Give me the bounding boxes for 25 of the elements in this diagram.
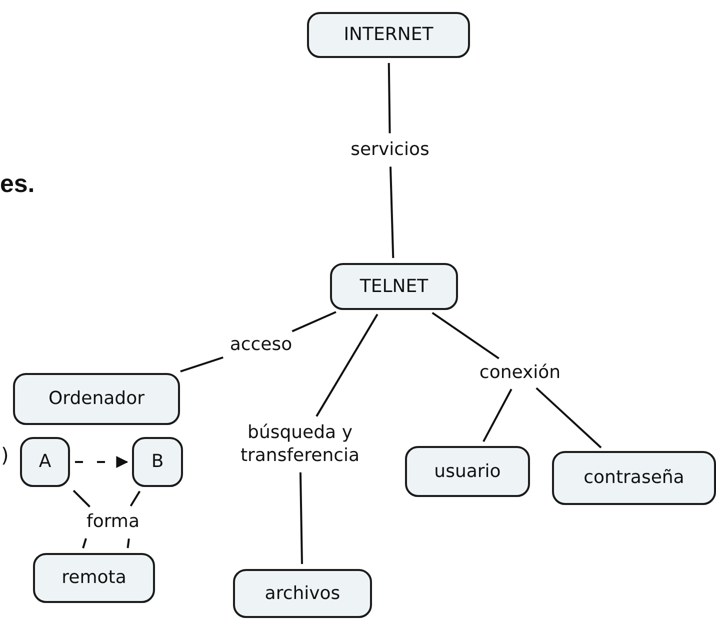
connector-line bbox=[299, 472, 303, 564]
concept-box: A bbox=[20, 437, 70, 487]
arrow bbox=[75, 456, 128, 468]
connector-line bbox=[292, 311, 336, 332]
concept-box: archivos bbox=[233, 569, 372, 618]
concept-box: contraseña bbox=[552, 451, 716, 505]
connector-line bbox=[482, 388, 512, 442]
concept-box: TELNET bbox=[330, 263, 458, 310]
connector-line bbox=[130, 490, 141, 507]
connector-line bbox=[388, 62, 391, 134]
bracket-fragment: ) bbox=[1, 443, 9, 467]
heading-fragment: es. bbox=[0, 170, 35, 199]
connector-line bbox=[72, 490, 90, 508]
concept-box: INTERNET bbox=[307, 12, 470, 58]
concept-box: Ordenador bbox=[13, 373, 180, 425]
concept-box: remota bbox=[33, 553, 155, 603]
connector-line bbox=[316, 314, 378, 417]
concept-box: B bbox=[132, 437, 183, 487]
concept-box: usuario bbox=[405, 446, 530, 497]
connector-line bbox=[536, 387, 602, 448]
connector-line bbox=[126, 538, 130, 548]
connector-line bbox=[432, 312, 500, 360]
connector-line bbox=[180, 356, 224, 372]
connector-line bbox=[82, 538, 87, 548]
connector-line bbox=[389, 166, 394, 258]
